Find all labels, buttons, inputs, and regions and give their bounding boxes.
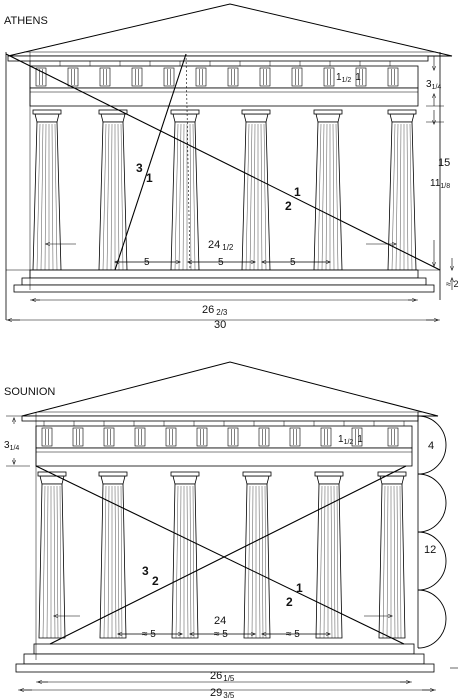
- sounion-dimensions: [6, 415, 458, 690]
- svg-text:3: 3: [142, 564, 149, 578]
- sounion-columns: [37, 471, 407, 639]
- sounion-title: SOUNION: [4, 386, 55, 398]
- svg-text:12: 12: [424, 544, 436, 556]
- svg-text:1: 1: [294, 185, 301, 199]
- athens-steps: [13, 269, 435, 293]
- svg-text:15: 15: [438, 157, 450, 169]
- svg-text:5: 5: [144, 257, 150, 268]
- svg-text:≈ 5: ≈ 5: [286, 629, 300, 640]
- svg-text:5: 5: [218, 257, 224, 268]
- svg-text:4: 4: [428, 440, 434, 452]
- athens-dimensions: [6, 56, 452, 320]
- athens-diagonal-a: [5, 53, 441, 271]
- sounion-semicircles: [417, 415, 447, 649]
- athens-diagonal-b: [114, 53, 187, 271]
- svg-text:1: 1: [146, 171, 153, 185]
- svg-text:262/3: 262/3: [202, 304, 228, 317]
- athens-pediment: [7, 3, 453, 57]
- sounion-architrave: [35, 447, 413, 467]
- sounion-elevation: SOUNION: [4, 361, 458, 700]
- svg-text:≈ 2: ≈ 2: [446, 279, 458, 289]
- svg-text:241/2: 241/2: [208, 239, 234, 252]
- svg-text:1: 1: [296, 581, 303, 595]
- svg-text:31/4: 31/4: [4, 440, 19, 452]
- svg-text:11/21: 11/21: [338, 434, 363, 446]
- svg-text:293/5: 293/5: [210, 687, 235, 700]
- athens-mutules: [29, 61, 391, 66]
- svg-text:11/21: 11/21: [336, 72, 361, 84]
- svg-text:24: 24: [214, 615, 226, 627]
- svg-text:2: 2: [152, 574, 159, 588]
- sounion-pediment: [21, 361, 439, 417]
- svg-text:261/5: 261/5: [210, 670, 235, 683]
- svg-text:111/8: 111/8: [430, 178, 450, 190]
- sounion-diagonal-a: [35, 465, 405, 645]
- sounion-steps: [15, 643, 435, 673]
- svg-text:31/4: 31/4: [426, 79, 441, 91]
- svg-text:≈ 5: ≈ 5: [214, 629, 228, 640]
- svg-text:2: 2: [286, 595, 293, 609]
- svg-text:2: 2: [285, 199, 292, 213]
- sounion-diagonal-b: [49, 465, 407, 645]
- athens-title: ATHENS: [4, 15, 48, 27]
- svg-text:30: 30: [214, 319, 226, 331]
- athens-architrave: [29, 87, 419, 107]
- svg-text:3: 3: [136, 161, 143, 175]
- svg-text:≈ 5: ≈ 5: [142, 629, 156, 640]
- svg-text:5: 5: [290, 257, 296, 268]
- athens-elevation: ATHENS: [4, 3, 458, 331]
